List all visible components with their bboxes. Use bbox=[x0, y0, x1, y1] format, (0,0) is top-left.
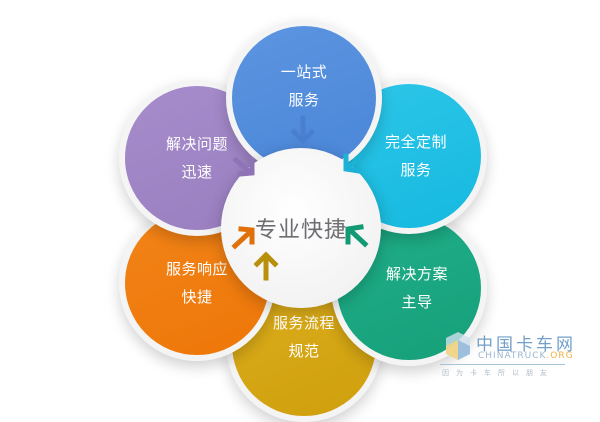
petal-label-line1: 一站式 bbox=[280, 63, 328, 81]
petal-label-line2: 主导 bbox=[401, 293, 433, 311]
watermark-slogan: 因为卡车所以朋友 bbox=[442, 369, 554, 377]
watermark-en-suffix: .ORG bbox=[546, 351, 574, 361]
cube-logo-icon bbox=[446, 332, 470, 360]
petal-label-line2: 快捷 bbox=[181, 288, 213, 306]
watermark-divider bbox=[440, 364, 565, 365]
petal-label-line1: 解决问题 bbox=[165, 135, 228, 153]
petal-label-line1: 服务流程 bbox=[272, 314, 335, 332]
center-hub: 专业快捷 bbox=[221, 148, 381, 308]
petal-label-line2: 服务 bbox=[400, 161, 432, 179]
petal-label-line2: 迅速 bbox=[181, 163, 213, 181]
petal-label-line1: 完全定制 bbox=[384, 133, 447, 151]
diagram: 服务流程 规范 服务响应 快捷 解决方案 主导 解决问题 迅速 完全定制 服务 … bbox=[119, 20, 600, 422]
watermark-en-main: CHINATRUCK bbox=[478, 351, 547, 361]
petal-label-line1: 解决方案 bbox=[385, 265, 448, 283]
watermark-en-name: CHINATRUCK.ORG bbox=[478, 351, 574, 361]
petal-label-line2: 规范 bbox=[288, 342, 320, 360]
petal-label-line2: 服务 bbox=[288, 91, 320, 109]
watermark: 中国卡车网 CHINATRUCK.ORG 因为卡车所以朋友 bbox=[440, 328, 600, 392]
center-label: 专业快捷 bbox=[254, 218, 347, 243]
petal-label-line1: 服务响应 bbox=[165, 260, 228, 278]
watermark-cn-name: 中国卡车网 bbox=[476, 335, 576, 355]
